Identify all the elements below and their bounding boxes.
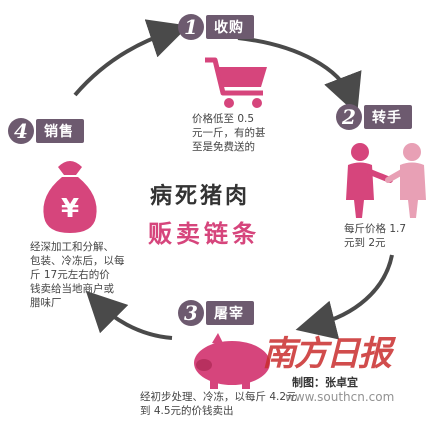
diagram-title-line2: 贩卖链条 <box>148 220 260 248</box>
step-1-number: 1 <box>178 14 204 40</box>
step-4-title: 销售 <box>36 119 84 143</box>
desc-line: 元到 2元 <box>344 237 386 249</box>
desc-line: 每斤价格 1.7 <box>344 223 407 235</box>
desc-line: 至是免费送的 <box>192 141 255 153</box>
step-1-label: 1 收购 <box>178 14 254 40</box>
step-2-label: 2 转手 <box>336 104 412 130</box>
desc-line: 包装、冷冻后，以每 <box>30 255 125 267</box>
step-1-title: 收购 <box>206 15 254 39</box>
desc-line: 价格低至 0.5 <box>192 113 255 125</box>
pig-icon <box>194 333 270 389</box>
desc-line: 腊味厂 <box>30 297 62 309</box>
desc-line: 元一斤，有的甚 <box>192 127 266 139</box>
diagram-title-line1: 病死猪肉 <box>150 184 251 209</box>
arrow-4-to-1 <box>73 19 189 97</box>
desc-line: 到 4.5元的价钱卖出 <box>140 405 234 417</box>
shopping-cart-icon <box>205 57 267 108</box>
svg-text:¥: ¥ <box>61 194 79 224</box>
arrow-2-to-3 <box>295 254 394 340</box>
step-2-title: 转手 <box>364 105 412 129</box>
desc-line: 钱卖给当地商户或 <box>30 283 114 295</box>
watermark-url: www.southcn.com <box>285 390 395 404</box>
arrow-3-to-4 <box>85 290 173 340</box>
step-2-number: 2 <box>336 104 362 130</box>
step-1-description: 价格低至 0.5 元一斤，有的甚 至是免费送的 <box>192 112 302 154</box>
step-3-description: 经初步处理、冷冻，以每斤 4.2元 到 4.5元的价钱卖出 <box>140 390 340 418</box>
desc-line: 经深加工和分解、 <box>30 241 114 253</box>
arrow-1-to-2 <box>237 36 362 115</box>
step-3-number: 3 <box>178 300 204 326</box>
desc-line: 经初步处理、冷冻，以每斤 4.2元 <box>140 391 297 403</box>
step-3-label: 3 屠宰 <box>178 300 254 326</box>
step-2-description: 每斤价格 1.7 元到 2元 <box>344 222 434 250</box>
step-4-number: 4 <box>8 118 34 144</box>
step-4-label: 4 销售 <box>8 118 84 144</box>
step-3-title: 屠宰 <box>206 301 254 325</box>
step-4-description: 经深加工和分解、 包装、冷冻后，以每 斤 17元左右的价 钱卖给当地商户或 腊味… <box>30 240 130 310</box>
desc-line: 斤 17元左右的价 <box>30 269 110 281</box>
watermark-credit: 制图：张卓宜 <box>292 376 358 389</box>
money-bag-icon: ¥ <box>43 161 97 233</box>
watermark-logo: 南方日报 <box>262 334 392 374</box>
handshake-icon <box>346 143 426 218</box>
